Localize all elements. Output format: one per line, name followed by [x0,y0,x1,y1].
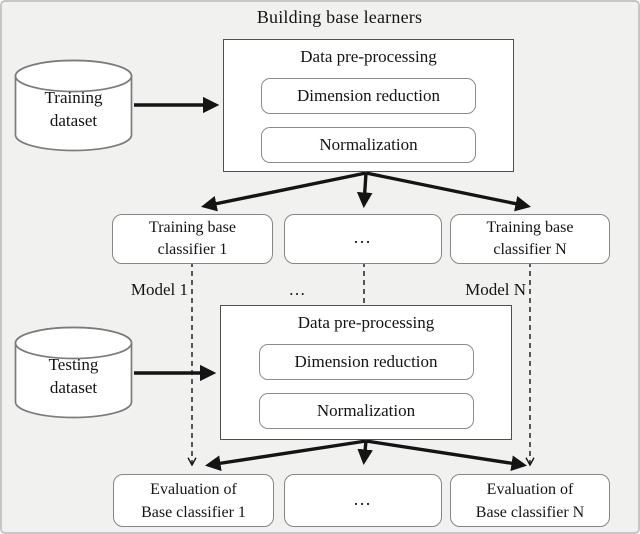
preprocessing-title: Data pre-processing [300,47,437,66]
dimension-reduction-box: Dimension reduction [261,78,476,114]
testing-dataset-cylinder: Testing dataset [14,326,133,419]
arrow-preprocessing2-to-evaluationN [365,439,528,471]
preprocessing-panel-training: Data pre-processing Dimension reduction … [223,39,514,172]
evaluation-base-classifier-1-box: Evaluation of Base classifier 1 [113,474,274,527]
training-dataset-label: Training dataset [44,88,103,130]
training-classifier-ellipsis-box: … [284,214,442,264]
evaluation-ellipsis-box: … [284,474,442,527]
evaluation-base-classifier-n-box: Evaluation of Base classifier N [450,474,610,527]
model-1-label: Model 1 [130,280,188,299]
arrow-preprocessing1-to-classifier-middle [356,172,373,209]
arrow-preprocessing1-to-classifier1 [201,171,367,212]
preprocessing-panel-testing: Data pre-processing Dimension reduction … [220,305,512,440]
training-dataset-cylinder: Training dataset [14,59,133,152]
database-icon [14,326,133,419]
dimension-reduction-box: Dimension reduction [258,344,474,380]
arrow-preprocessing1-to-classifierN [365,171,531,212]
testing-dataset-label: Testing dataset [48,355,99,397]
model-n-label: Model N [465,280,526,299]
training-base-classifier-1-box: Training base classifier 1 [112,214,273,264]
diagram-title: Building base learners [256,7,423,27]
normalization-box: Normalization [261,127,476,163]
arrow-preprocessing2-to-evaluation1 [204,439,367,471]
training-base-classifier-n-box: Training base classifier N [450,214,610,264]
normalization-box: Normalization [258,393,474,429]
model-ellipsis-label: … [288,280,308,299]
arrow-preprocessing2-to-evaluation-middle [357,440,373,466]
database-icon [14,59,133,152]
preprocessing-title: Data pre-processing [297,313,435,332]
